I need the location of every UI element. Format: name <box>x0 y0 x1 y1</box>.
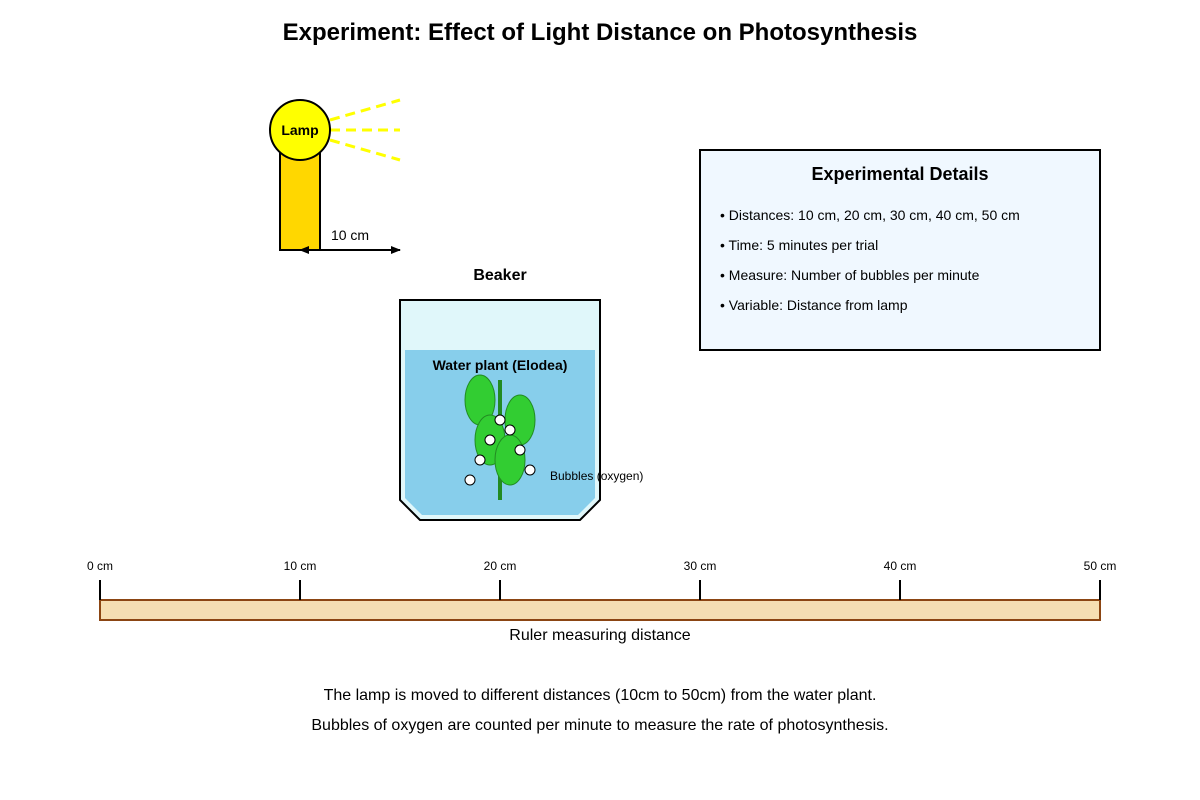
lamp-group: Lamp 10 cm <box>269 98 401 254</box>
ruler-caption: Ruler measuring distance <box>509 627 691 644</box>
ruler-bar <box>99 599 1101 621</box>
details-panel <box>699 149 1101 351</box>
ruler-tick-label: 10 cm <box>284 559 317 573</box>
beaker-label: Beaker <box>473 267 526 284</box>
ruler-tick-label: 0 cm <box>87 559 113 573</box>
footer-notes: The lamp is moved to different distances… <box>311 687 888 734</box>
ruler-tick-label: 40 cm <box>884 559 917 573</box>
oxygen-bubble <box>504 424 516 436</box>
plant-label: Water plant (Elodea) <box>433 357 568 373</box>
oxygen-bubble <box>464 474 476 486</box>
diagram-title: Experiment: Effect of Light Distance on … <box>283 19 918 46</box>
light-rays <box>329 98 401 162</box>
ruler-tick-label: 50 cm <box>1084 559 1117 573</box>
details-item: • Time: 5 minutes per trial <box>720 237 878 253</box>
oxygen-bubble <box>474 454 486 466</box>
bubbles-label: Bubbles (oxygen) <box>550 469 643 483</box>
footer-line-1: The lamp is moved to different distances… <box>324 687 877 704</box>
details-item: • Distances: 10 cm, 20 cm, 30 cm, 40 cm,… <box>720 207 1020 223</box>
lamp-bulb <box>269 99 331 161</box>
ruler-group: 0 cm 10 cm 20 cm 30 cm 40 cm 50 cm Ruler… <box>87 559 1116 644</box>
light-ray-lower <box>329 138 401 162</box>
ruler-tick-label: 30 cm <box>684 559 717 573</box>
details-item: • Variable: Distance from lamp <box>720 297 908 313</box>
plant-leaf <box>494 434 526 486</box>
distance-label: 10 cm <box>331 227 369 243</box>
details-item: • Measure: Number of bubbles per minute <box>720 267 980 283</box>
lamp-label: Lamp <box>281 122 318 138</box>
oxygen-bubble <box>514 444 526 456</box>
details-box: Experimental Details • Distances: 10 cm,… <box>699 149 1101 351</box>
beaker-group: Beaker Water plant (Elodea) Bubbles (oxy… <box>399 267 643 521</box>
oxygen-bubble <box>484 434 496 446</box>
light-ray-upper <box>329 98 401 122</box>
oxygen-bubble <box>494 414 506 426</box>
footer-line-2: Bubbles of oxygen are counted per minute… <box>311 717 888 734</box>
ruler-tick-label: 20 cm <box>484 559 517 573</box>
oxygen-bubble <box>524 464 536 476</box>
oxygen-bubbles <box>464 414 536 486</box>
details-heading: Experimental Details <box>811 164 988 184</box>
